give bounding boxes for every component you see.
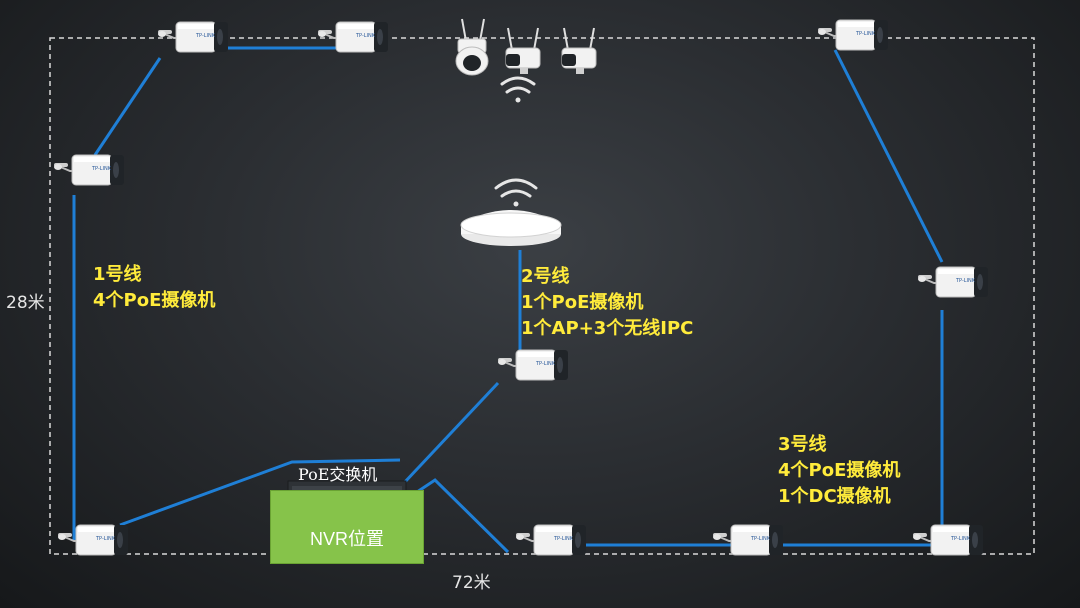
camera-icon-line1-1: [57, 524, 129, 556]
line-2-detail-2: 1个AP+3个无线IPC: [521, 318, 694, 339]
line-3-label: 3号线 4个PoE摄像机 1个DC摄像机: [778, 432, 900, 510]
wireless-ipc-icon-1: [505, 27, 541, 75]
height-dimension: 28米: [6, 293, 45, 313]
nvr-location-label: NVR位置: [309, 529, 384, 549]
camera-icon-line3-3: [912, 524, 984, 556]
camera-icon-line3-4: [917, 266, 989, 298]
wifi-signal-icon: [500, 76, 536, 103]
line-1-detail-1: 4个PoE摄像机: [93, 290, 216, 311]
line-3-detail-2: 1个DC摄像机: [778, 486, 891, 507]
line-3-detail-1: 4个PoE摄像机: [778, 460, 901, 481]
line-2-label: 2号线 1个PoE摄像机 1个AP+3个无线IPC: [521, 264, 693, 342]
access-point-icon: [460, 210, 562, 246]
camera-icon-line3-1: [515, 524, 587, 556]
width-dimension: 72米: [452, 573, 491, 593]
line-1-label: 1号线 4个PoE摄像机: [93, 262, 215, 314]
line-3-title: 3号线: [778, 434, 827, 455]
nvr-location-box: NVR位置: [270, 490, 424, 564]
wireless-ipc-icon-2: [561, 27, 597, 75]
line-2-detail-1: 1个PoE摄像机: [521, 292, 644, 313]
wifi-signal-icon: [494, 178, 538, 207]
poe-switch-label: PoE交换机: [298, 465, 378, 484]
camera-icon-line3-5: [817, 19, 889, 51]
camera-icon-line1-2: [53, 154, 125, 186]
camera-icon-line1-3: [157, 21, 229, 53]
camera-icon-line2-1: [497, 349, 569, 381]
line-2-title: 2号线: [521, 266, 570, 287]
cable-line-3: [404, 49, 944, 554]
cable-line-2: [401, 250, 522, 486]
camera-icon-line3-2: [712, 524, 784, 556]
wireless-ptz-camera-icon: [455, 18, 489, 76]
line-1-title: 1号线: [93, 264, 142, 285]
